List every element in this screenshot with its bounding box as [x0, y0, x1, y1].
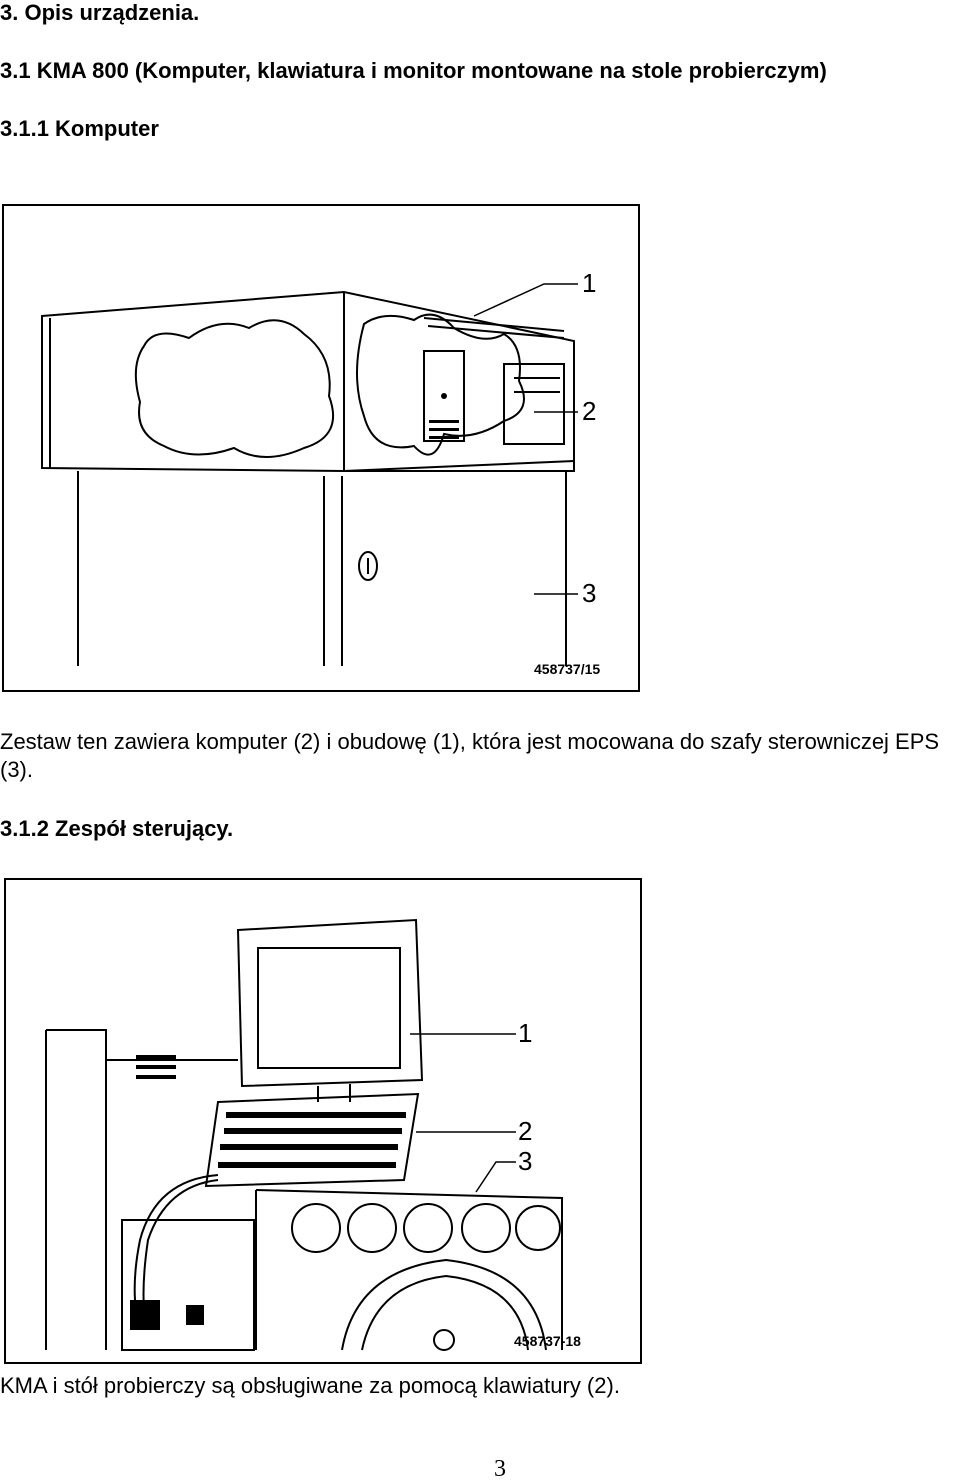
figure-control-unit: 1 2 3 458737-18 — [4, 878, 642, 1364]
figure-caption-computer: Zestaw ten zawiera komputer (2) i obudow… — [0, 729, 940, 782]
page-number: 3 — [494, 1456, 506, 1482]
callout-3: 3 — [582, 578, 596, 608]
subsection-heading-computer: 3.1.1 Komputer — [0, 116, 159, 141]
keyboard-keys — [130, 1055, 406, 1330]
figure-id: 458737/15 — [534, 661, 600, 677]
figure-caption-control-unit: KMA i stół probierczy są obsługiwane za … — [0, 1373, 620, 1398]
callout-1: 1 — [518, 1018, 532, 1048]
figure-computer: 1 2 3 458737/15 — [2, 204, 640, 692]
callout-2: 2 — [582, 396, 596, 426]
callout-3: 3 — [518, 1146, 532, 1176]
vent-grille — [429, 393, 459, 439]
control-unit-illustration: 1 2 3 458737-18 — [45, 918, 581, 1351]
figure-id: 458737-18 — [514, 1333, 581, 1349]
callout-2: 2 — [518, 1116, 532, 1146]
computer-illustration: 1 2 3 458737/15 — [41, 268, 600, 677]
callout-1: 1 — [582, 268, 596, 298]
subsection-heading-control: 3.1.2 Zespół sterujący. — [0, 816, 234, 841]
section-title: 3. Opis urządzenia. — [0, 0, 200, 25]
section-subtitle: 3.1 KMA 800 (Komputer, klawiatura i moni… — [0, 58, 827, 83]
